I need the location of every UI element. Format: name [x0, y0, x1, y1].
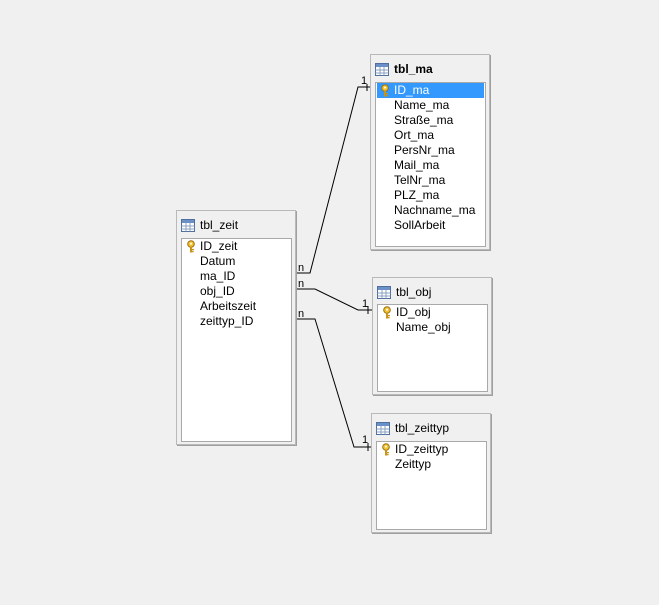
field-name-ma[interactable]: Name_ma	[377, 98, 484, 113]
field-label: Name_ma	[394, 98, 450, 112]
table-name: tbl_zeit	[200, 218, 239, 232]
field-ma-id[interactable]: ma_ID	[183, 269, 290, 284]
field-id-ma[interactable]: ID_ma	[377, 83, 484, 98]
field-label: Zeittyp	[395, 457, 432, 471]
field-obj-id[interactable]: obj_ID	[183, 284, 290, 299]
field-persnr-ma[interactable]: PersNr_ma	[377, 143, 484, 158]
field-id-zeittyp[interactable]: ID_zeittyp	[378, 442, 485, 457]
field-ort-ma[interactable]: Ort_ma	[377, 128, 484, 143]
field-zeittyp[interactable]: Zeittyp	[378, 457, 485, 472]
field-label: SollArbeit	[394, 218, 446, 232]
relation-line[interactable]	[295, 318, 372, 448]
field-label: Datum	[200, 254, 236, 268]
table-tbl_zeittyp[interactable]: tbl_zeittyp ID_zeittyp Zeittyp	[371, 413, 491, 533]
table-tbl_zeit[interactable]: tbl_zeit ID_zeit Datum ma_ID obj_ID Arbe…	[176, 210, 296, 445]
field-sollarbeit[interactable]: SollArbeit	[377, 218, 484, 233]
field-label: Nachname_ma	[394, 203, 476, 217]
cardinality-label-many: n	[298, 308, 304, 320]
field-label: ID_zeit	[200, 239, 238, 253]
field-id-zeit[interactable]: ID_zeit	[183, 239, 290, 254]
field-plz-ma[interactable]: PLZ_ma	[377, 188, 484, 203]
field-label: obj_ID	[200, 284, 235, 298]
table-tbl_obj[interactable]: tbl_obj ID_obj Name_obj	[372, 277, 492, 395]
field-label: Name_obj	[396, 320, 451, 334]
field-mail-ma[interactable]: Mail_ma	[377, 158, 484, 173]
field-arbeitszeit[interactable]: Arbeitszeit	[183, 299, 290, 314]
field-list[interactable]: ID_ma Name_ma Straße_ma Ort_ma PersNr_ma…	[375, 82, 486, 247]
field-name-obj[interactable]: Name_obj	[379, 320, 486, 335]
table-title[interactable]: tbl_zeit	[181, 216, 238, 234]
field-label: Straße_ma	[394, 113, 454, 127]
relation-line[interactable]	[295, 86, 371, 274]
table-icon	[377, 285, 391, 299]
table-title[interactable]: tbl_obj	[377, 283, 431, 301]
key-icon	[382, 443, 390, 456]
table-icon	[181, 218, 195, 232]
field-list[interactable]: ID_zeit Datum ma_ID obj_ID Arbeitszeit z…	[181, 238, 292, 442]
table-icon	[376, 421, 390, 435]
field-id-obj[interactable]: ID_obj	[379, 305, 486, 320]
field-label: Arbeitszeit	[200, 299, 257, 313]
field-list[interactable]: ID_zeittyp Zeittyp	[376, 441, 487, 530]
key-icon	[187, 240, 195, 253]
cardinality-label-one: 1	[362, 298, 368, 310]
table-tbl_ma[interactable]: tbl_ma ID_ma Name_ma Straße_ma Ort_ma Pe…	[370, 54, 490, 250]
key-icon	[383, 306, 391, 319]
table-name: tbl_ma	[394, 62, 433, 76]
field-strasse-ma[interactable]: Straße_ma	[377, 113, 484, 128]
field-zeittyp-id[interactable]: zeittyp_ID	[183, 314, 290, 329]
cardinality-label-many: n	[298, 278, 304, 290]
field-nachname-ma[interactable]: Nachname_ma	[377, 203, 484, 218]
table-icon	[375, 62, 389, 76]
field-label: Mail_ma	[394, 158, 440, 172]
table-title[interactable]: tbl_zeittyp	[376, 419, 449, 437]
field-label: ID_ma	[394, 83, 430, 97]
field-label: TelNr_ma	[394, 173, 446, 187]
field-telnr-ma[interactable]: TelNr_ma	[377, 173, 484, 188]
relation-line[interactable]	[295, 288, 373, 311]
field-list[interactable]: ID_obj Name_obj	[377, 304, 488, 392]
cardinality-label-many: n	[298, 262, 304, 274]
table-title[interactable]: tbl_ma	[375, 60, 433, 78]
cardinality-label-one: 1	[361, 75, 367, 87]
key-icon	[381, 84, 389, 97]
field-label: ID_zeittyp	[395, 442, 449, 456]
field-label: ma_ID	[200, 269, 236, 283]
field-label: Ort_ma	[394, 128, 435, 142]
field-label: PersNr_ma	[394, 143, 455, 157]
field-datum[interactable]: Datum	[183, 254, 290, 269]
field-label: ID_obj	[396, 305, 431, 319]
table-name: tbl_obj	[396, 285, 432, 299]
table-name: tbl_zeittyp	[395, 421, 450, 435]
field-label: zeittyp_ID	[200, 314, 254, 328]
field-label: PLZ_ma	[394, 188, 440, 202]
cardinality-label-one: 1	[362, 434, 368, 446]
